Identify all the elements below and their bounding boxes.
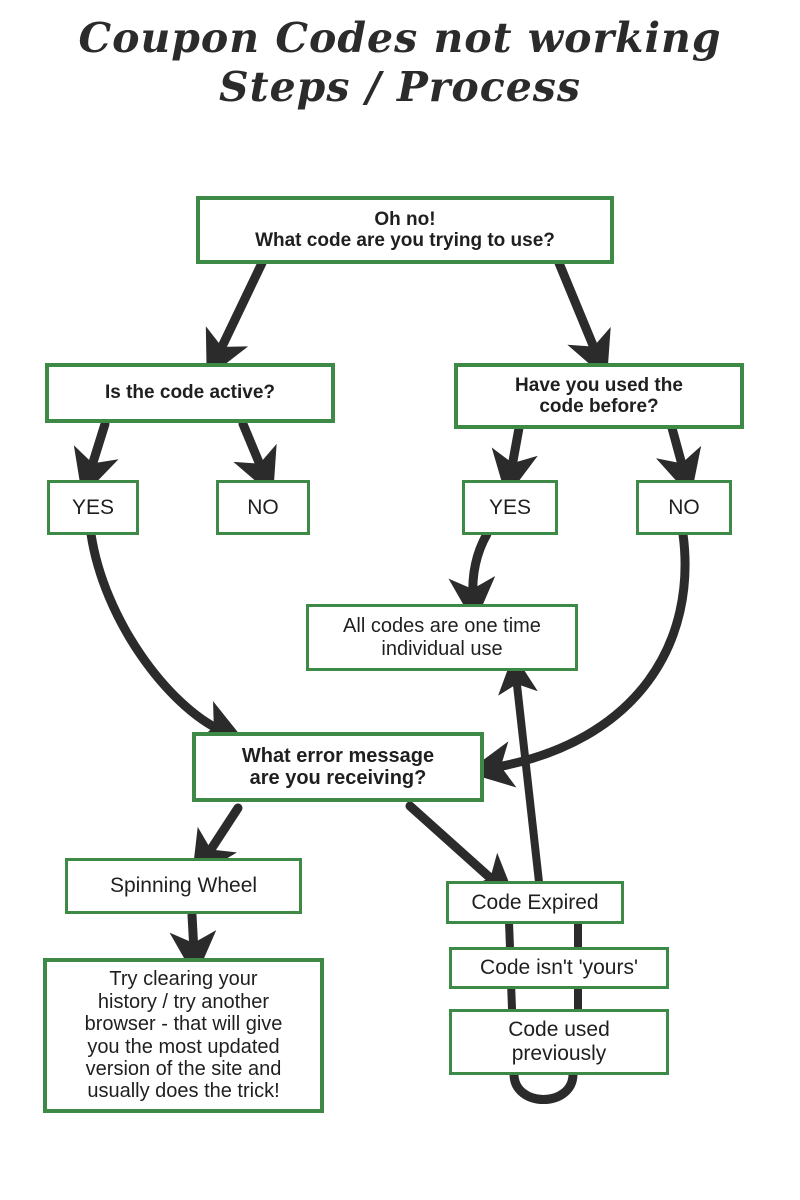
node-all-codes-one-time[interactable]: All codes are one time individual use [306, 604, 578, 671]
edge-start-to-active [205, 258, 267, 379]
page-title-line-2: Steps / Process [219, 63, 581, 111]
node-code-expired[interactable]: Code Expired [446, 881, 624, 924]
node-start[interactable]: Oh no! What code are you trying to use? [196, 196, 614, 264]
edge-yes-left-to-error [86, 529, 246, 744]
node-no-right[interactable]: NO [636, 480, 732, 535]
node-spinning-wheel[interactable]: Spinning Wheel [65, 858, 302, 914]
edge-error-to-expired [405, 801, 517, 902]
page-title: Coupon Codes not working Steps / Process [0, 14, 800, 112]
page-title-line-1: Coupon Codes not working [78, 14, 722, 62]
edge-used-to-yes-right [491, 423, 538, 498]
edge-active-to-no-left [233, 419, 277, 497]
edge-used-prev-loop [509, 1069, 578, 1104]
node-code-used-previously[interactable]: Code used previously [449, 1009, 669, 1075]
edge-expired-to-one-time [498, 653, 543, 886]
edge-start-to-used [554, 258, 611, 380]
edge-spinning-to-clearing [169, 910, 217, 979]
node-is-code-active[interactable]: Is the code active? [45, 363, 335, 423]
node-no-left[interactable]: NO [216, 480, 310, 535]
node-have-you-used-code[interactable]: Have you used the code before? [454, 363, 744, 429]
edge-error-to-spinning [191, 803, 243, 879]
edge-expired-to-not-yours-a [505, 918, 514, 952]
edge-used-to-no-right [655, 423, 702, 498]
node-yes-left[interactable]: YES [47, 480, 139, 535]
edge-yes-right-to-one-time [448, 529, 496, 625]
node-yes-right[interactable]: YES [462, 480, 558, 535]
node-try-clearing-history[interactable]: Try clearing your history / try another … [43, 958, 324, 1113]
edge-active-to-yes-left [73, 419, 119, 497]
node-what-error-message[interactable]: What error message are you receiving? [192, 732, 484, 802]
node-code-isnt-yours[interactable]: Code isn't 'yours' [449, 947, 669, 989]
